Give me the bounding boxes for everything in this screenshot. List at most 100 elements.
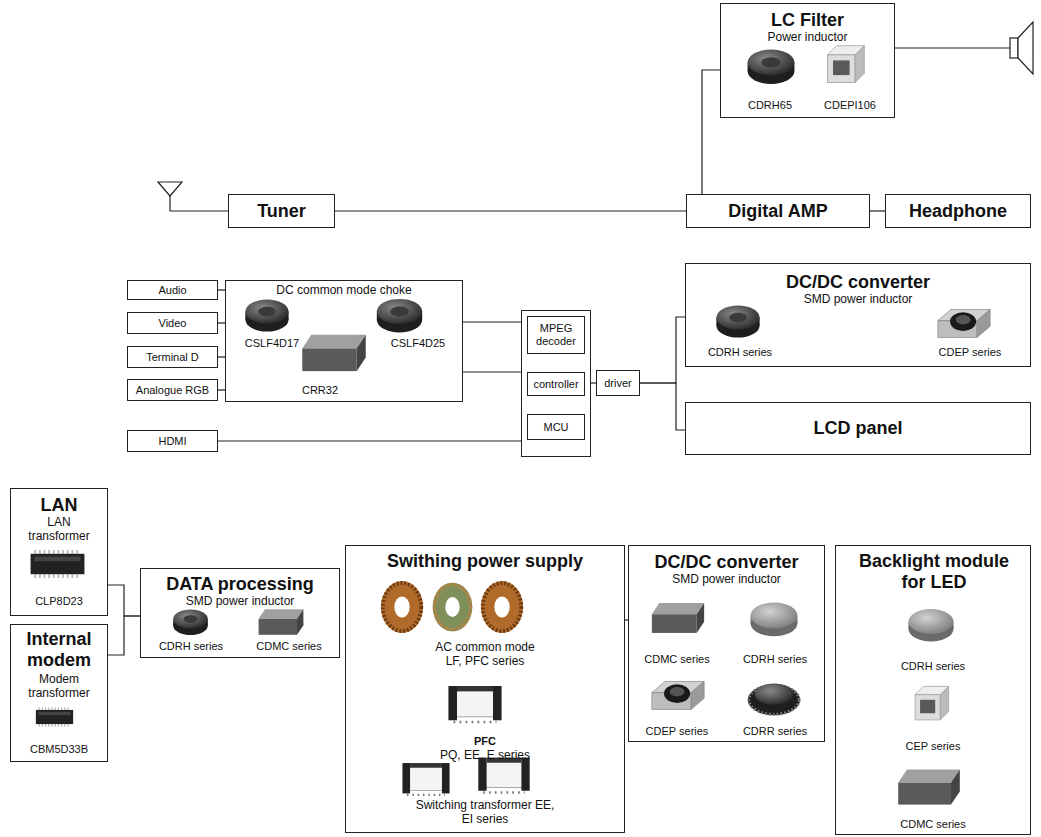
input-box: Audio (127, 280, 218, 300)
node-text: CSLF4D17 (226, 337, 318, 350)
toroid-photo (381, 581, 423, 633)
node-label: MPEG decoder (528, 322, 584, 347)
node-text: PFC (346, 735, 624, 748)
choke-photo (377, 299, 422, 333)
node-label: Tuner (254, 201, 309, 222)
transformer-photo (402, 763, 449, 795)
connector-line (463, 371, 521, 372)
node-text: CDEP series (631, 725, 723, 738)
inductor-photo (751, 602, 798, 636)
antenna-wire (170, 196, 228, 211)
node-text: Switching transformer EE, EI series (415, 799, 555, 827)
backlight-block: Backlight module for LEDCDRH seriesCEP s… (835, 545, 1031, 835)
power-supply-block: Swithing power supply AC common mode LF, … (345, 545, 625, 833)
node-text: CSLF4D25 (372, 337, 464, 350)
choke-block: DC common mode chokeCSLF4D17CSLF4D25CRR3… (225, 280, 463, 402)
transformer-photo (448, 686, 501, 722)
interface-block: Internal modemModem transformerCBM5D33B (10, 624, 108, 762)
node-text: CEP series (836, 740, 1030, 753)
node-text: CLP8D23 (11, 595, 107, 608)
node-label: Video (156, 317, 190, 330)
input-box: HDMI (127, 430, 218, 452)
process-box: LCD panel (685, 402, 1031, 455)
process-box: MCU (527, 414, 585, 440)
node-text: AC common mode LF, PFC series (430, 641, 540, 669)
process-box: MPEG decoder (527, 316, 585, 354)
connector-line (218, 389, 225, 390)
inductor-photo (828, 46, 865, 83)
node-text: CRR32 (284, 384, 356, 397)
node-label: Backlight module for LED (849, 551, 1019, 592)
node-text: CDRH series (688, 346, 792, 359)
connector-line (218, 322, 225, 323)
node-text: SMD power inductor (686, 293, 1030, 307)
processing-block: DATA processingSMD power inductorCDRH se… (140, 568, 340, 658)
toroid-photo (433, 583, 473, 632)
node-label: LCD panel (810, 418, 905, 439)
inductor-photo (173, 609, 208, 635)
connector-line (218, 440, 521, 441)
node-text: CDEP series (918, 346, 1022, 359)
node-label: LAN (11, 495, 107, 516)
node-label: controller (530, 378, 581, 391)
node-text: CDEPI106 (809, 99, 891, 112)
connector-line (640, 383, 685, 430)
speaker-cone (1018, 22, 1033, 74)
node-text: SMD power inductor (629, 573, 824, 587)
node-label: HDMI (155, 435, 189, 448)
node-label: DC/DC converter (686, 272, 1030, 293)
connector-line (702, 70, 720, 194)
inductor-photo (898, 769, 960, 804)
inductor-photo (652, 681, 704, 709)
toroid-photo (481, 581, 523, 633)
inductor-photo (748, 683, 800, 715)
process-box: Headphone (885, 194, 1031, 228)
process-box: Digital AMP (686, 194, 870, 228)
inductor-photo (259, 609, 304, 635)
node-text: Modem transformer (14, 673, 104, 701)
node-label: Terminal D (143, 351, 202, 364)
speaker-wire (895, 47, 1010, 48)
node-text: Power inductor (721, 31, 894, 45)
input-box: Terminal D (127, 346, 218, 368)
inductor-photo (915, 686, 949, 720)
node-label: driver (601, 377, 635, 390)
converter-block: DC/DC converterSMD power inductorCDRH se… (685, 263, 1031, 367)
input-box: Analogue RGB (127, 379, 218, 401)
node-label: DC/DC converter (629, 552, 824, 573)
inductor-photo (909, 609, 954, 642)
connector-line (463, 321, 521, 322)
transformer-photo (31, 552, 85, 576)
node-text: CDRR series (729, 725, 821, 738)
node-text: SMD power inductor (141, 595, 339, 609)
node-label: MCU (540, 421, 571, 434)
node-text: CBM5D33B (11, 743, 107, 756)
input-box: Video (127, 312, 218, 334)
node-label: Internal modem (11, 629, 107, 670)
transformer-photo (478, 758, 529, 793)
node-text: PQ, EE, E series (346, 749, 624, 763)
node-text: CDRH series (729, 653, 821, 666)
interface-block: LANLAN transformerCLP8D23 (10, 488, 108, 616)
node-text: LAN transformer (19, 516, 99, 544)
node-label: Headphone (906, 201, 1010, 222)
process-box: driver (596, 370, 640, 396)
connector-line (218, 289, 225, 290)
node-label: LC Filter (721, 10, 894, 31)
inductor-photo (938, 309, 990, 337)
transformer-photo (36, 709, 73, 726)
processor-group: MPEG decoder controllerMCU (521, 310, 591, 457)
node-label: Analogue RGB (133, 384, 212, 397)
node-text: CDRH series (145, 640, 237, 653)
node-text: CDRH65 (729, 99, 811, 112)
process-box: controller (527, 372, 585, 396)
speaker-symbol (1010, 38, 1018, 58)
filter-block: LC FilterPower inductorCDRH65CDEPI106 (720, 3, 895, 118)
node-label: DATA processing (141, 574, 339, 595)
inductor-photo (652, 603, 704, 633)
node-text: CDMC series (243, 640, 335, 653)
connector-line (108, 585, 140, 616)
node-label: Swithing power supply (346, 551, 624, 572)
node-label: Digital AMP (725, 201, 830, 222)
